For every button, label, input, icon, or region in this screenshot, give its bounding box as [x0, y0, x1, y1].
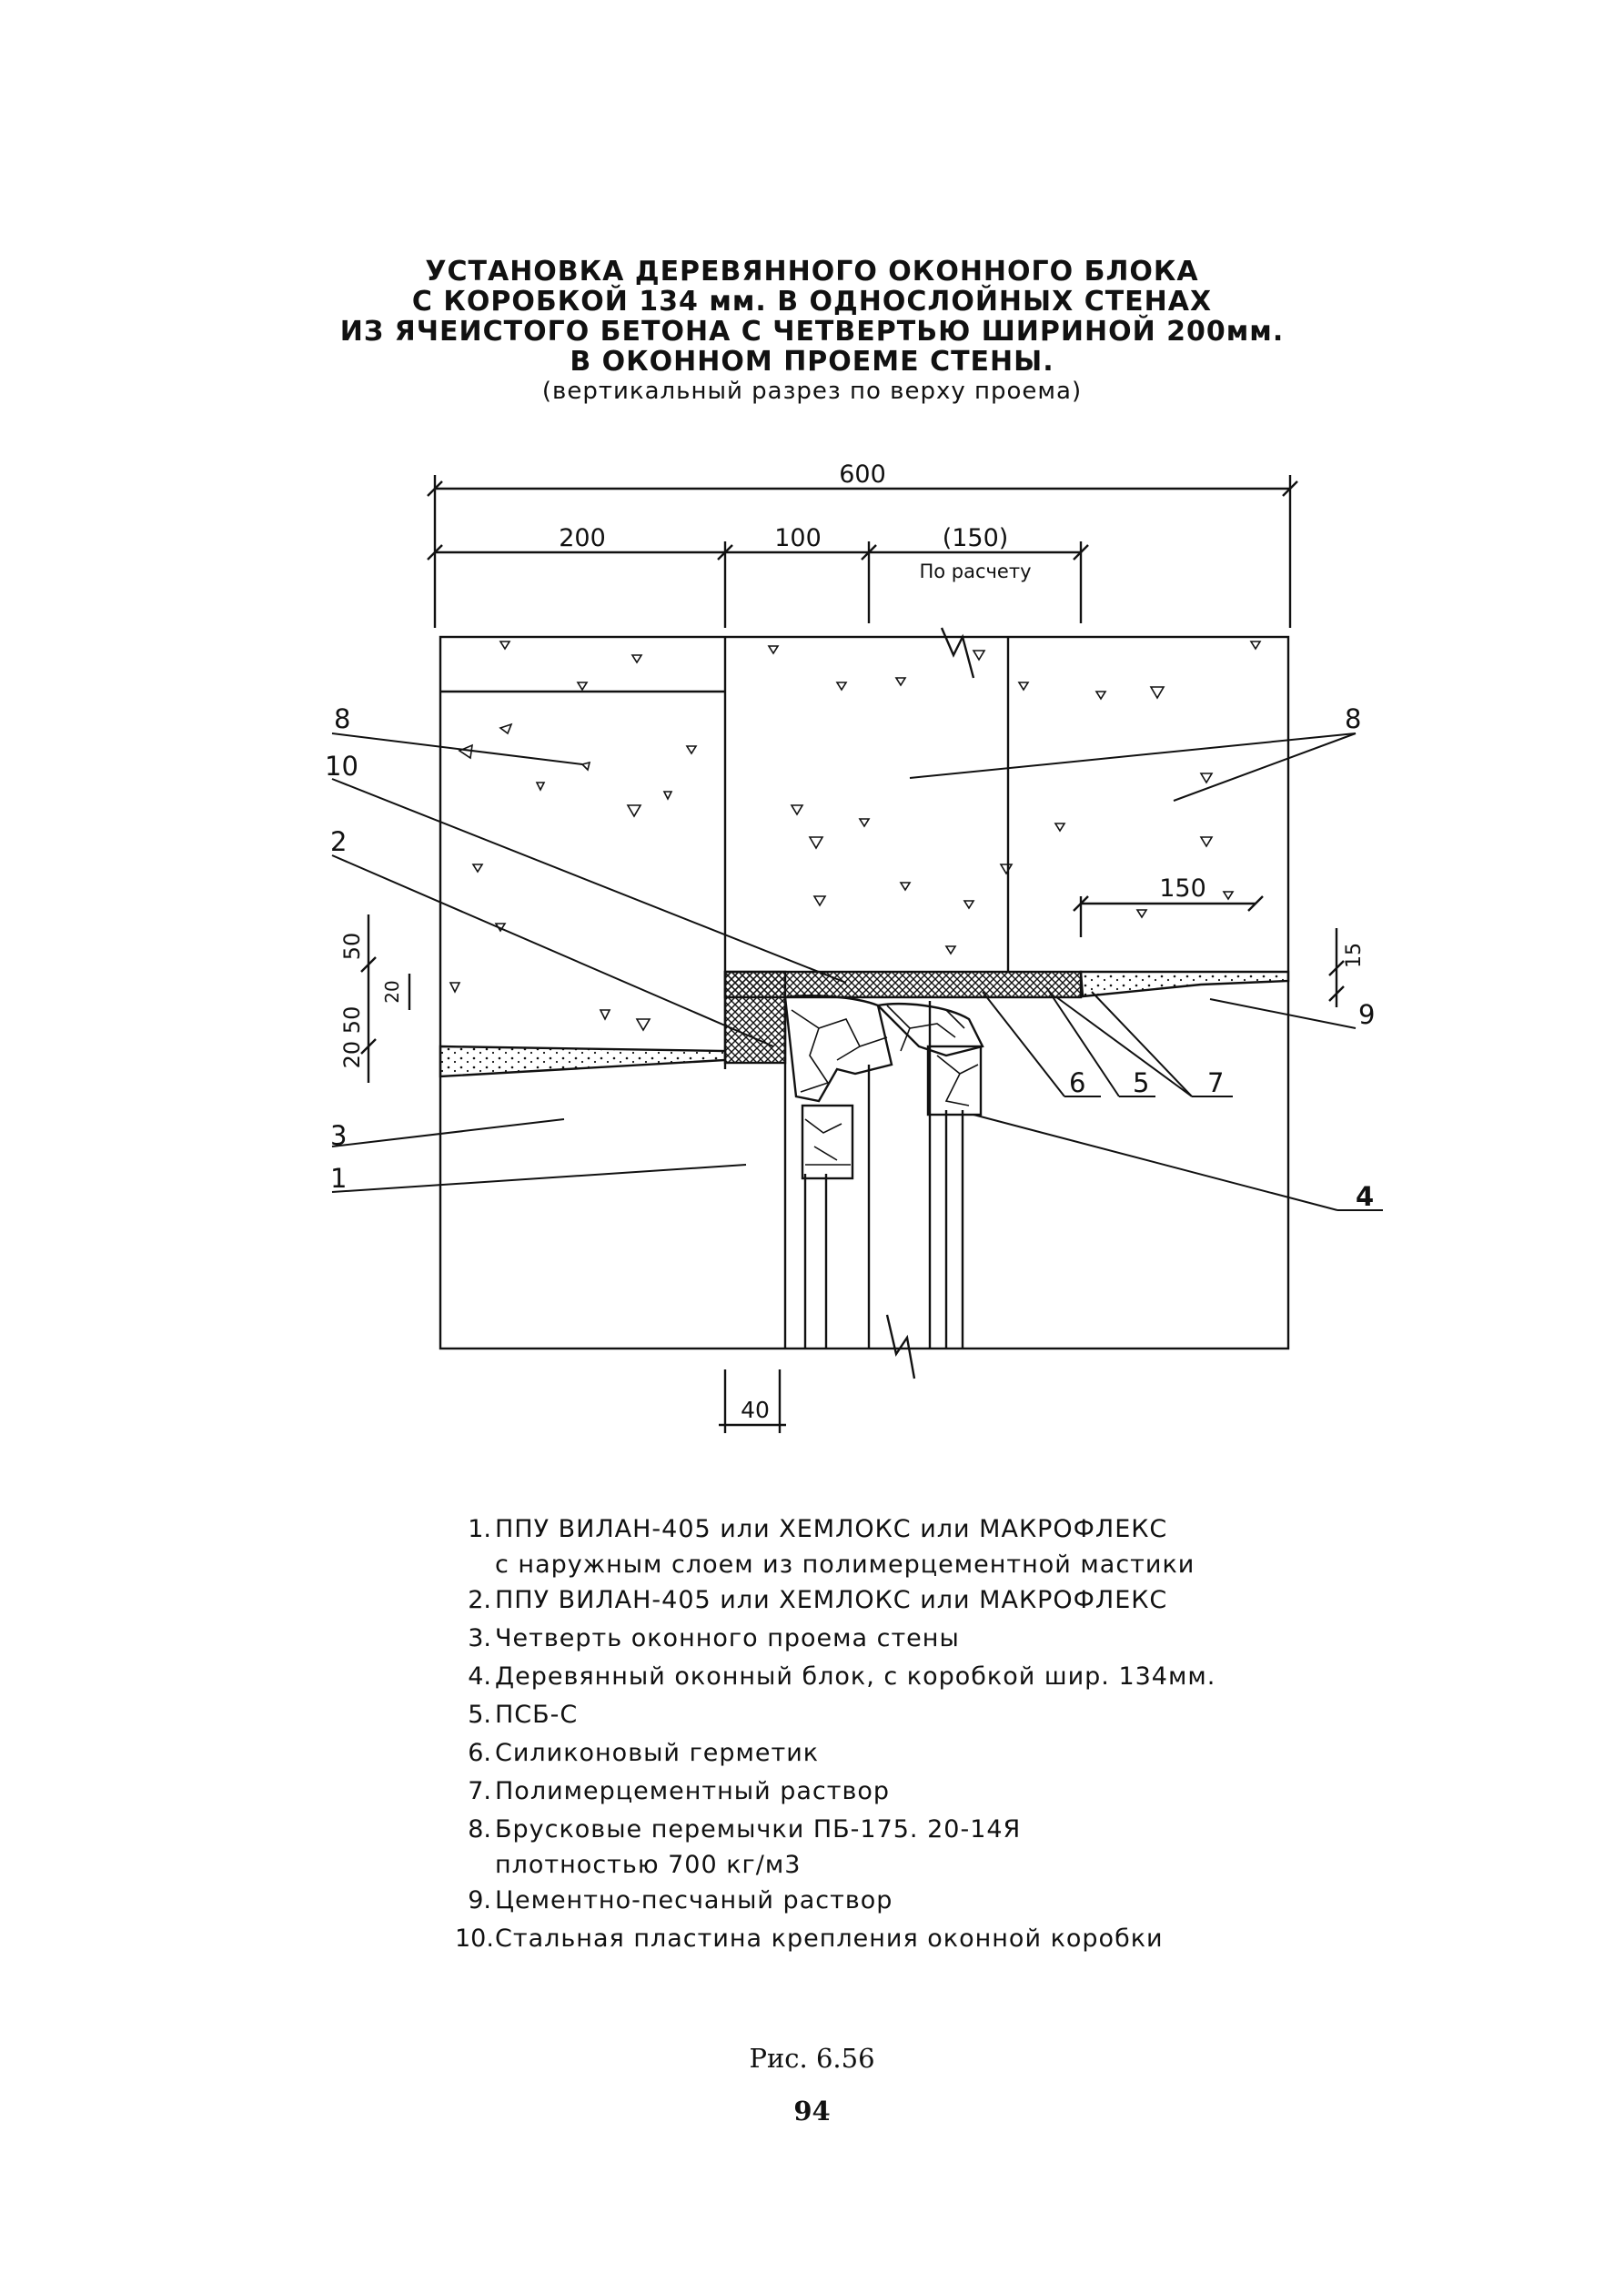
dimension-lines	[360, 475, 1345, 1433]
legend-item: с наружным слоем из полимерцементной мас…	[495, 1551, 1195, 1579]
legend-item: 9.Цементно-песчаный раствор	[468, 1886, 893, 1914]
mortar-bed-right	[1079, 970, 1290, 998]
dim-20-inner: 20	[381, 980, 403, 1003]
legend-item: 1.ППУ ВИЛАН-405 или ХЕМЛОКС или МАКРОФЛЕ…	[468, 1515, 1168, 1543]
dim-20-50: 20 50	[339, 1006, 365, 1069]
dim-150: (150)	[943, 524, 1009, 552]
legend: 1.ППУ ВИЛАН-405 или ХЕМЛОКС или МАКРОФЛЕ…	[455, 1510, 1456, 1958]
legend-item: 5.ПСБ-С	[468, 1701, 579, 1729]
callout-10: 10	[325, 751, 358, 782]
dim-600: 600	[839, 460, 886, 489]
title-block: УСТАНОВКА ДЕРЕВЯННОГО ОКОННОГО БЛОКА С К…	[0, 257, 1624, 406]
legend-item: 4.Деревянный оконный блок, с коробкой ши…	[468, 1662, 1216, 1691]
callout-1: 1	[330, 1163, 347, 1194]
window-frame	[783, 995, 984, 1349]
legend-item: 10.Стальная пластина крепления оконной к…	[455, 1924, 1164, 1953]
section-drawing: 600 200 100 (150) По расчету 150 15 50 2…	[325, 460, 1383, 1433]
callout-3: 3	[330, 1120, 347, 1151]
leader-lines	[331, 732, 1383, 1211]
break-symbol-bottom	[885, 1314, 916, 1379]
mortar-bed-left	[439, 1045, 727, 1078]
title-line-1: УСТАНОВКА ДЕРЕВЯННОГО ОКОННОГО БЛОКА	[425, 256, 1199, 288]
callout-2: 2	[330, 826, 347, 857]
callout-6: 6	[1069, 1067, 1085, 1098]
dimension-labels: 600 200 100 (150) По расчету 150 15 50 2…	[339, 460, 1366, 1423]
callout-8-left: 8	[334, 703, 350, 734]
callout-7: 7	[1207, 1067, 1224, 1098]
title-subtitle: (вертикальный разрез по верху проема)	[541, 378, 1083, 405]
title-line-2: С КОРОБКОЙ 134 мм. В ОДНОСЛОЙНЫХ СТЕНАХ	[411, 286, 1213, 318]
legend-item: 6.Силиконовый герметик	[468, 1739, 820, 1767]
dim-15: 15	[1343, 943, 1366, 968]
figure-caption: Рис. 6.56	[749, 2043, 875, 2074]
title-line-3: ИЗ ЯЧЕИСТОГО БЕТОНА С ЧЕТВЕРТЬЮ ШИРИНОЙ …	[339, 316, 1285, 348]
legend-item: 3.Четверть оконного проема стены	[468, 1624, 960, 1652]
callout-9: 9	[1358, 999, 1375, 1030]
aggregate-marks	[449, 641, 1262, 1032]
page-number: 94	[793, 2096, 831, 2127]
callout-4: 4	[1356, 1181, 1374, 1212]
dim-150-inner: 150	[1159, 874, 1206, 903]
title-line-4: В ОКОННОМ ПРОЕМЕ СТЕНЫ.	[570, 346, 1054, 378]
dim-40: 40	[741, 1397, 770, 1423]
legend-item: плотностью 700 кг/м3	[495, 1851, 802, 1879]
dim-50-top: 50	[339, 933, 365, 961]
dim-po-raschetu: По расчету	[919, 561, 1031, 582]
legend-item: 2.ППУ ВИЛАН-405 или ХЕМЛОКС или МАКРОФЛЕ…	[468, 1586, 1168, 1614]
sealant-block	[723, 970, 787, 1065]
callout-labels: 8 8 10 2 3 1 9 6 5 7 4	[325, 703, 1375, 1212]
break-symbol-top	[940, 627, 975, 679]
foam-cells	[791, 1005, 979, 1166]
callout-8-right: 8	[1345, 703, 1361, 734]
dim-100: 100	[774, 524, 822, 552]
legend-item: 7.Полимерцементный раствор	[468, 1777, 891, 1805]
callout-5: 5	[1133, 1067, 1149, 1098]
legend-item: 8.Брусковые перемычки ПБ-175. 20-14Я	[468, 1815, 1022, 1844]
dim-200: 200	[559, 524, 606, 552]
